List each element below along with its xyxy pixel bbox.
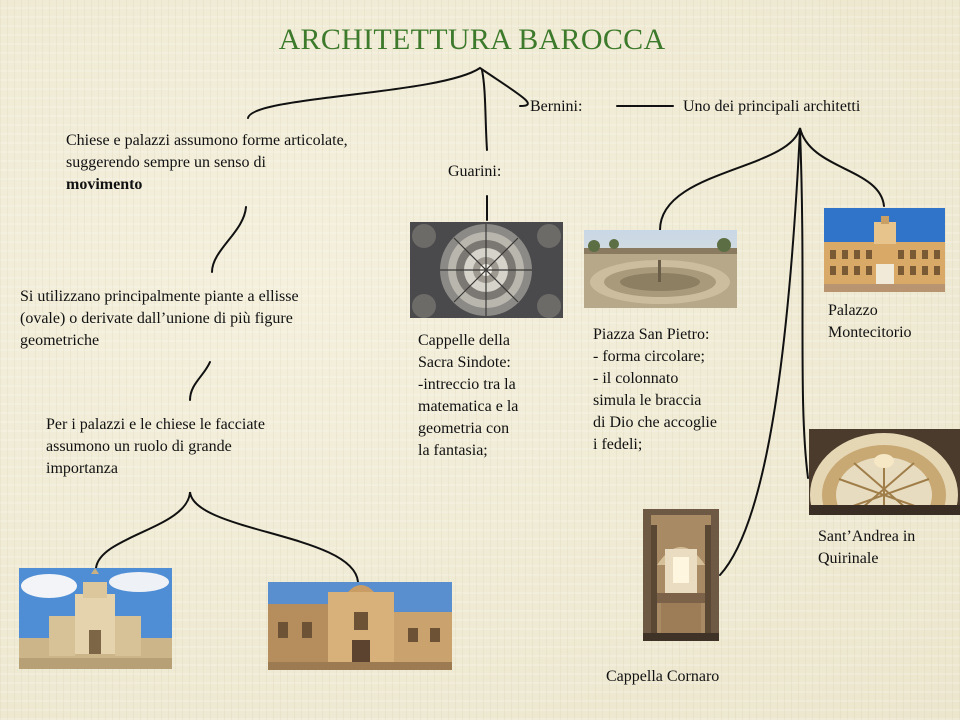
intro-text: Chiese e palazzi assumono forme articola… <box>66 130 348 196</box>
santandrea-text: Sant’Andrea in Quirinale <box>818 526 915 570</box>
intro-highlight: movimento <box>66 176 143 193</box>
piazza-line: Piazza San Pietro: <box>593 326 710 343</box>
cappelle-line: Sacra Sindote: <box>418 354 511 371</box>
piazza-line: di Dio che accoglie <box>593 414 717 431</box>
piazza-line: i fedeli; <box>593 436 643 453</box>
piazza-text: Piazza San Pietro: - forma circolare; - … <box>593 324 717 456</box>
cappelle-line: -intreccio tra la <box>418 376 516 393</box>
piante-line: (ovale) o derivate dall’unione di più fi… <box>20 310 293 327</box>
bernini-description: Uno dei principali architetti <box>683 98 861 115</box>
piazza-line: - forma circolare; <box>593 348 705 365</box>
facciate-line: assumono un ruolo di grande <box>46 438 232 455</box>
santandrea-line: Quirinale <box>818 550 879 567</box>
cappelle-line: geometria con <box>418 420 510 437</box>
guarini-label: Guarini: <box>448 163 502 180</box>
piante-line: Si utilizzano principalmente piante a el… <box>20 288 299 305</box>
cappelle-line: Cappelle della <box>418 332 510 349</box>
cappelle-line: matematica e la <box>418 398 519 415</box>
intro-line: suggerendo sempre un senso di <box>66 154 266 171</box>
piazza-line: - il colonnato <box>593 370 679 387</box>
page-title: ARCHITETTURA BAROCCA <box>278 23 666 56</box>
cappella-cornaro-photo <box>643 509 719 641</box>
intro-line: Chiese e palazzi assumono forme articola… <box>66 132 348 149</box>
piante-line: geometriche <box>20 332 100 349</box>
facciate-line: Per i palazzi e le chiese le facciate <box>46 416 265 433</box>
piazza-line: simula le braccia <box>593 392 702 409</box>
facciate-line: importanza <box>46 460 118 477</box>
montecitorio-text: Palazzo Montecitorio <box>828 300 912 344</box>
sindone-dome-photo <box>410 222 563 318</box>
montecitorio-line: Palazzo <box>828 302 878 319</box>
piazza-san-pietro-photo <box>584 230 737 308</box>
santandrea-dome-photo <box>809 429 960 515</box>
facciata-chiesa-2-photo <box>268 582 452 670</box>
montecitorio-line: Montecitorio <box>828 324 912 341</box>
santandrea-line: Sant’Andrea in <box>818 528 916 545</box>
facciata-chiesa-1-photo <box>19 568 172 669</box>
piante-text: Si utilizzano principalmente piante a el… <box>20 286 299 352</box>
cappelle-text: Cappelle della Sacra Sindote: -intreccio… <box>418 330 518 462</box>
palazzo-montecitorio-photo <box>824 208 945 292</box>
cappelle-line: la fantasia; <box>418 442 488 459</box>
cornaro-caption: Cappella Cornaro <box>606 668 720 685</box>
bernini-label: Bernini: <box>530 98 583 115</box>
facciate-text: Per i palazzi e le chiese le facciate as… <box>46 414 265 480</box>
